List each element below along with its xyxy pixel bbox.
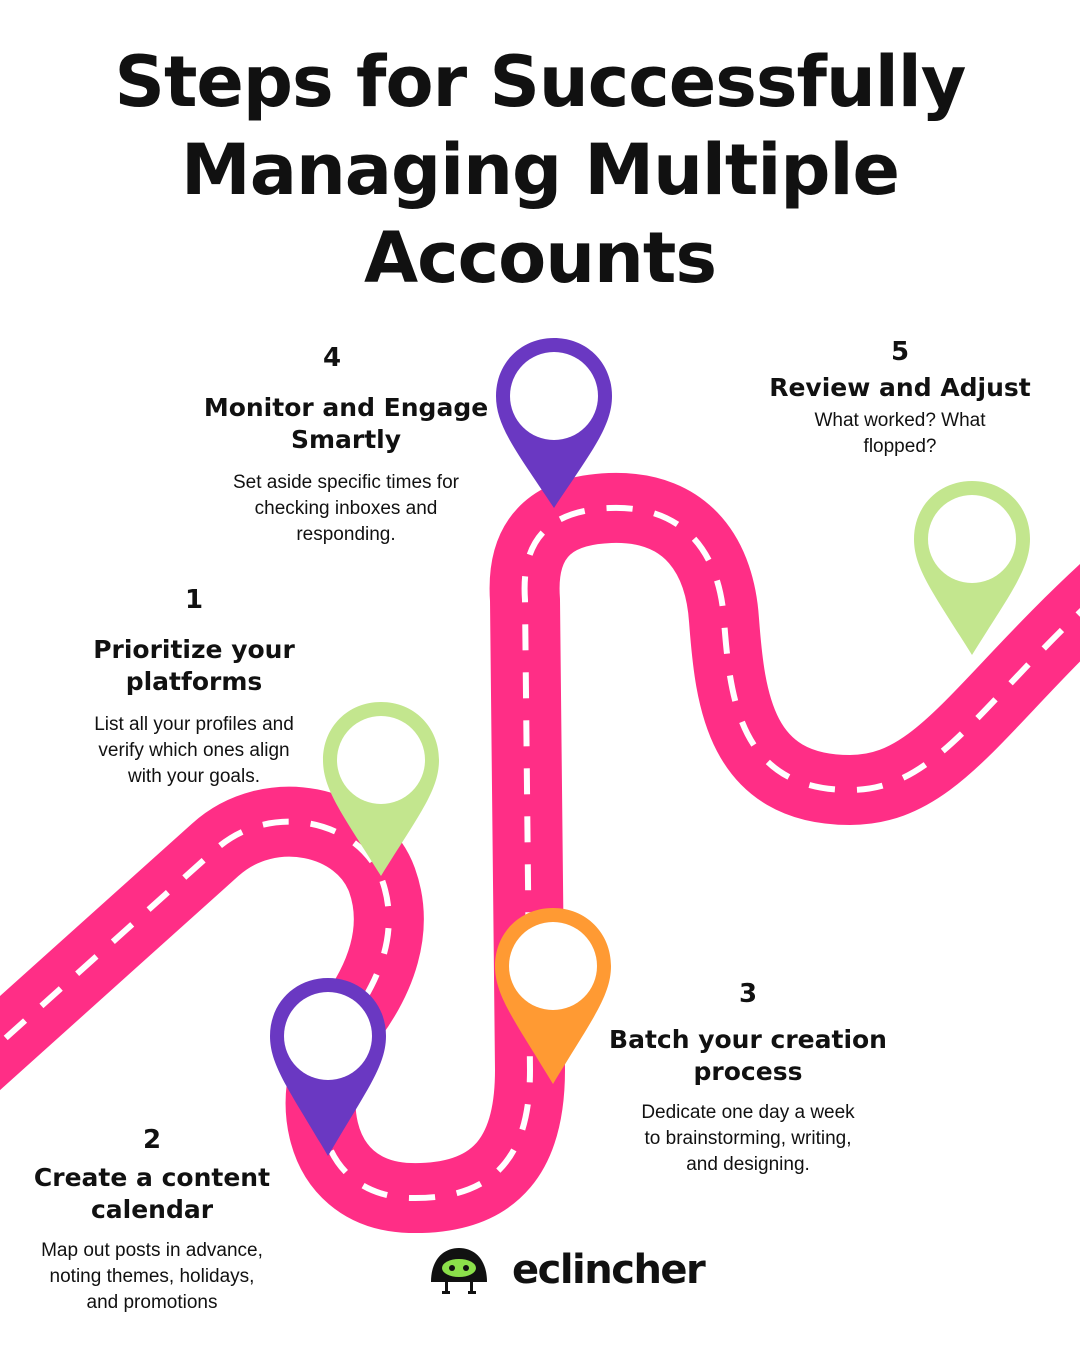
lane-markings — [0, 504, 1080, 1202]
step-1: 1 Prioritize your platforms List all you… — [44, 584, 344, 790]
step-description: Set aside specific times for checking in… — [233, 472, 459, 545]
step-number: 1 — [184, 585, 204, 615]
title-line-1: Steps for Successfully — [114, 41, 967, 123]
map-pin-icon-step-1 — [323, 702, 439, 876]
map-pin-icon-step-2 — [270, 978, 386, 1156]
title-line-3: Accounts — [363, 217, 717, 299]
map-pin-icon-step-4 — [496, 338, 612, 508]
step-number: 5 — [890, 337, 910, 367]
step-number: 4 — [322, 343, 342, 373]
brand-logo: eclincher — [428, 1242, 706, 1298]
brand-name: eclincher — [512, 1247, 706, 1293]
page-title: Steps for Successfully Managing Multiple… — [0, 38, 1080, 302]
title-line-2: Managing Multiple — [181, 129, 900, 211]
step-description: Dedicate one day a week to brainstorming… — [641, 1102, 855, 1175]
step-number: 3 — [738, 979, 758, 1009]
step-description: Map out posts in advance, noting themes,… — [41, 1240, 263, 1313]
step-heading: Prioritize your platforms — [93, 635, 295, 696]
step-number: 2 — [142, 1125, 162, 1155]
step-heading: Review and Adjust — [769, 373, 1031, 402]
step-heading: Batch your creation process — [609, 1025, 887, 1086]
step-heading: Monitor and Engage Smartly — [203, 393, 489, 454]
step-2: 2 Create a content calendar Map out post… — [2, 1124, 302, 1316]
step-4: 4 Monitor and Engage Smartly Set aside s… — [196, 342, 496, 548]
eclincher-mascot-icon — [431, 1248, 487, 1294]
step-5: 5 Review and Adjust What worked? What fl… — [750, 336, 1050, 460]
step-description: What worked? What flopped? — [814, 410, 986, 457]
step-heading: Create a content calendar — [33, 1163, 271, 1224]
map-pin-icon-step-5 — [914, 481, 1030, 655]
step-3: 3 Batch your creation process Dedicate o… — [598, 978, 898, 1178]
step-description: List all your profiles and verify which … — [94, 714, 294, 787]
map-pin-icon-step-3 — [495, 908, 611, 1084]
